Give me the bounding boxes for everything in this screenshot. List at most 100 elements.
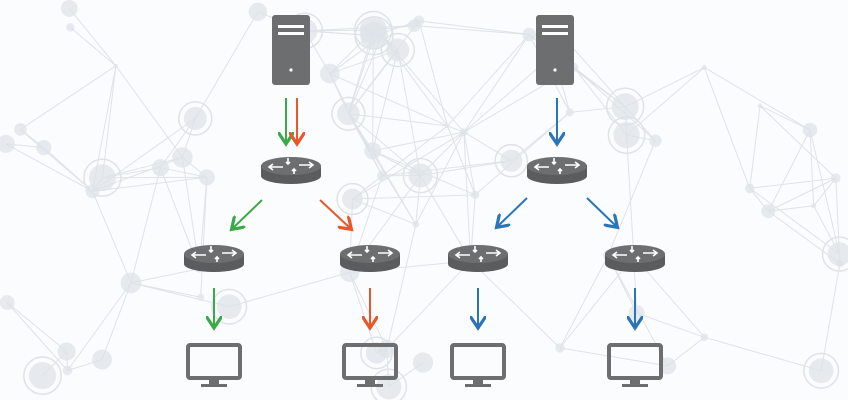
server-icon bbox=[272, 15, 310, 85]
background-node bbox=[151, 159, 169, 177]
background-node bbox=[555, 343, 565, 353]
background-link bbox=[6, 302, 68, 371]
background-node bbox=[365, 342, 388, 364]
background-link bbox=[624, 67, 705, 108]
background-node-ring bbox=[494, 143, 529, 178]
server-icon bbox=[536, 15, 574, 85]
background-link bbox=[607, 140, 656, 256]
background-node bbox=[0, 295, 15, 310]
background-node bbox=[342, 188, 363, 210]
background-link bbox=[636, 312, 705, 338]
background-link bbox=[352, 198, 417, 225]
background-node bbox=[831, 173, 841, 184]
background-node bbox=[376, 374, 402, 400]
router-icon bbox=[184, 245, 244, 272]
background-link bbox=[68, 8, 117, 67]
background-link bbox=[92, 176, 207, 192]
blue-flow-arrow bbox=[498, 197, 528, 226]
background-node bbox=[407, 19, 421, 32]
background-link bbox=[414, 25, 530, 36]
background-node bbox=[60, 0, 78, 17]
background-link bbox=[510, 111, 571, 162]
background-link bbox=[349, 272, 388, 350]
background-link bbox=[559, 255, 609, 349]
background-node bbox=[120, 272, 142, 294]
background-node bbox=[386, 38, 410, 62]
background-link bbox=[349, 272, 377, 354]
background-node bbox=[565, 108, 574, 117]
background-node bbox=[649, 134, 662, 147]
background-link bbox=[397, 49, 421, 176]
background-node-ring bbox=[178, 101, 213, 136]
background-node-ring bbox=[402, 157, 439, 194]
background-link bbox=[372, 131, 464, 152]
background-link bbox=[6, 302, 67, 352]
background-link bbox=[447, 125, 476, 196]
red-flow-arrow bbox=[319, 199, 350, 228]
background-link bbox=[559, 255, 635, 349]
router-icon bbox=[605, 245, 665, 272]
background-link bbox=[809, 129, 815, 206]
background-node bbox=[445, 123, 450, 129]
background-link bbox=[626, 67, 705, 136]
background-node bbox=[377, 170, 388, 181]
background-link bbox=[749, 105, 761, 189]
background-node bbox=[808, 358, 834, 384]
background-node bbox=[28, 362, 57, 390]
background-link bbox=[372, 30, 374, 151]
background-link bbox=[463, 132, 472, 261]
background-link bbox=[381, 125, 448, 177]
background-node bbox=[172, 147, 193, 168]
background-node-ring bbox=[360, 336, 393, 370]
background-link bbox=[352, 194, 476, 200]
background-link bbox=[229, 271, 350, 308]
background-link bbox=[809, 129, 840, 255]
background-link bbox=[759, 105, 837, 179]
background-node bbox=[500, 149, 523, 172]
background-link bbox=[69, 26, 117, 67]
background-link bbox=[20, 65, 117, 130]
background-link bbox=[749, 187, 840, 255]
background-node bbox=[836, 259, 844, 268]
background-link bbox=[704, 67, 811, 131]
background-link bbox=[386, 224, 417, 350]
background-node-ring bbox=[353, 10, 393, 50]
background-link bbox=[418, 20, 530, 36]
background-link bbox=[626, 135, 635, 257]
background-node bbox=[613, 121, 640, 149]
background-link bbox=[447, 34, 530, 127]
background-link bbox=[463, 34, 530, 133]
background-node bbox=[248, 2, 268, 22]
background-link bbox=[372, 49, 399, 152]
router-icon bbox=[261, 157, 321, 184]
background-node bbox=[88, 164, 116, 192]
background-node bbox=[522, 27, 536, 42]
background-node bbox=[761, 204, 776, 219]
background-link bbox=[703, 67, 751, 189]
router-icon bbox=[448, 245, 508, 272]
blue-flow-arrow bbox=[586, 197, 616, 226]
background-link bbox=[768, 205, 814, 212]
background-link bbox=[768, 177, 837, 212]
background-node bbox=[0, 134, 15, 153]
background-node bbox=[460, 128, 468, 136]
background-node bbox=[62, 365, 73, 376]
router-icon bbox=[340, 245, 400, 272]
background-link bbox=[420, 160, 512, 177]
background-node bbox=[412, 220, 420, 228]
background-node-ring bbox=[803, 352, 840, 389]
background-link bbox=[200, 177, 208, 298]
background-link bbox=[352, 131, 465, 200]
monitor-icon bbox=[342, 343, 398, 387]
background-link bbox=[329, 49, 398, 75]
background-node-ring bbox=[331, 96, 366, 131]
background-link bbox=[418, 20, 448, 127]
background-link bbox=[329, 73, 448, 127]
background-link bbox=[130, 268, 200, 284]
background-node bbox=[359, 16, 388, 44]
background-node bbox=[757, 103, 763, 109]
background-node bbox=[701, 65, 707, 70]
background-node bbox=[337, 102, 360, 126]
